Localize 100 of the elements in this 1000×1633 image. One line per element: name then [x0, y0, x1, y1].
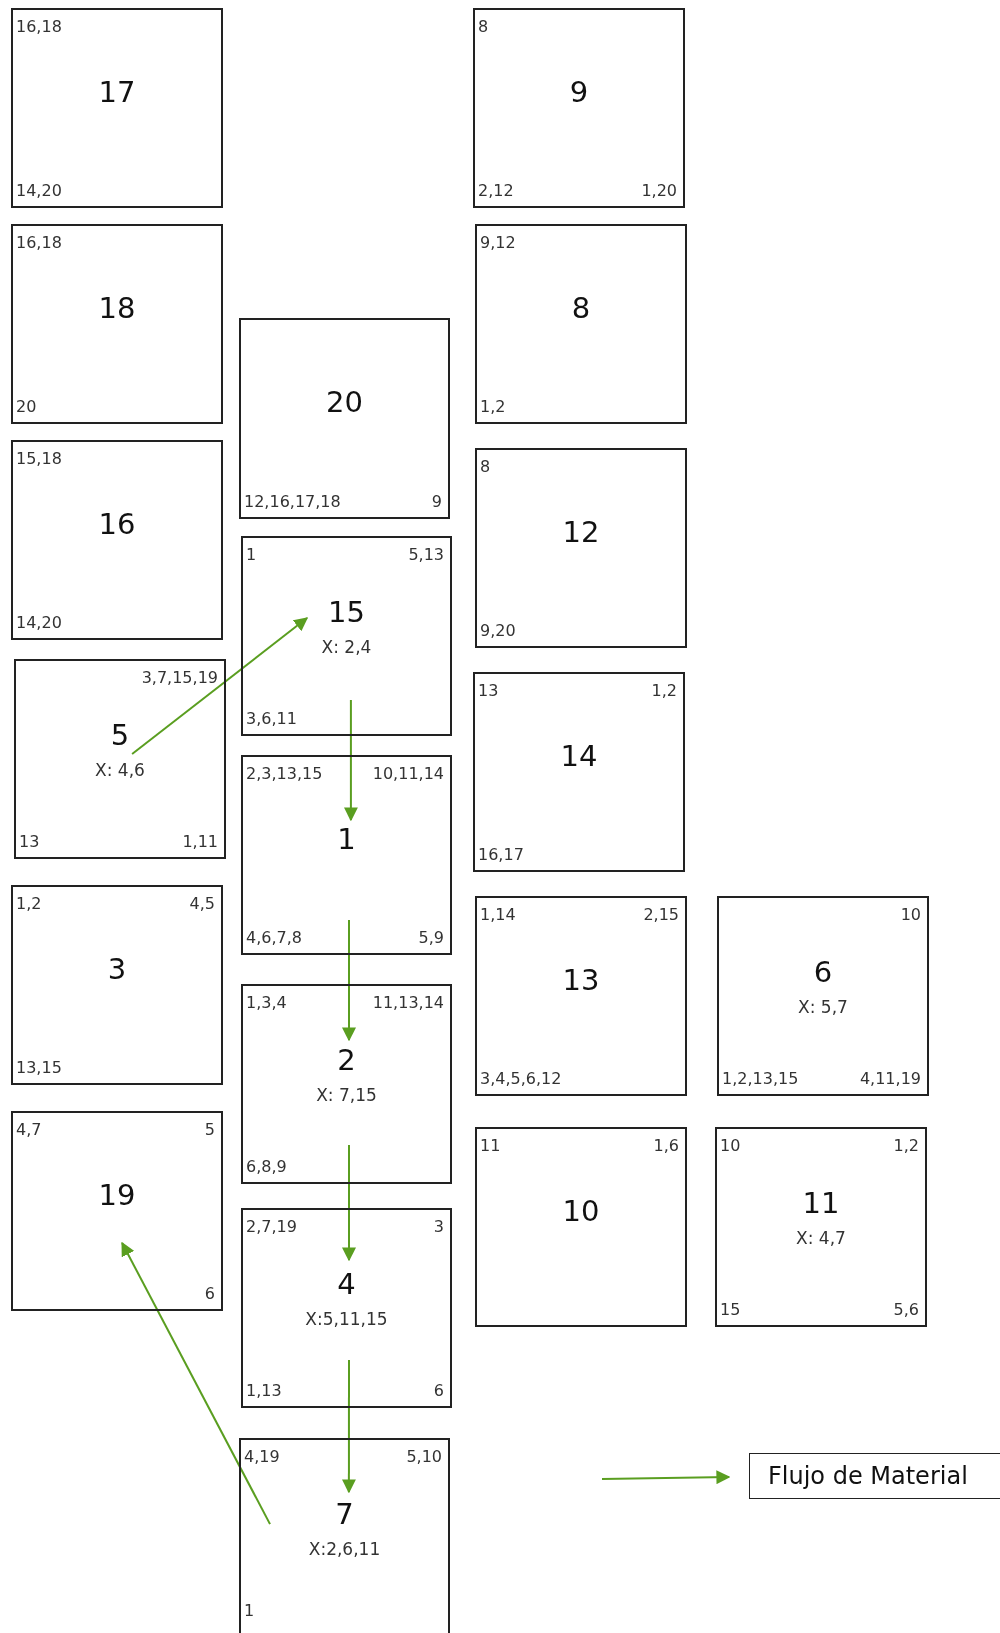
corner-label: 2,15	[643, 906, 679, 924]
station-box	[475, 1127, 687, 1327]
station-number: 15	[327, 596, 366, 628]
flow-arrow	[341, 1359, 356, 1494]
station-number: 14	[559, 740, 599, 772]
corner-label: 13	[19, 833, 40, 851]
corner-label: 1,20	[641, 182, 677, 200]
corner-label: 1	[246, 546, 257, 564]
station-box	[475, 224, 687, 424]
station-number: 12	[561, 516, 601, 548]
station-number: 5	[109, 719, 131, 751]
corner-label: 1,2	[651, 682, 677, 700]
flow-arrow	[121, 1241, 271, 1526]
station-number: 6	[812, 956, 834, 988]
exclusion-label: X: 2,4	[320, 638, 373, 656]
station-number: 9	[568, 76, 590, 108]
station-box	[473, 672, 685, 872]
station-box	[717, 896, 929, 1096]
station-number: 10	[561, 1195, 601, 1227]
corner-label: 4,11,19	[859, 1070, 921, 1088]
corner-label: 16,18	[16, 234, 62, 252]
station-box	[11, 885, 223, 1085]
corner-label: 5,6	[893, 1301, 919, 1319]
flow-arrow	[343, 699, 358, 822]
corner-label: 9,20	[480, 622, 516, 640]
corner-label: 6	[204, 1285, 215, 1303]
corner-label: 13,15	[16, 1059, 62, 1077]
corner-label: 14,20	[16, 614, 62, 632]
corner-label: 9	[431, 493, 442, 511]
corner-label: 5	[204, 1121, 215, 1139]
station-box	[14, 659, 226, 859]
flow-arrow	[342, 1144, 356, 1262]
corner-label: 1,2	[16, 895, 42, 913]
corner-label: 1,11	[182, 833, 218, 851]
station-box	[475, 448, 687, 648]
corner-label: 16,18	[16, 18, 62, 36]
station-number: 17	[97, 76, 137, 108]
station-number: 3	[106, 953, 128, 985]
station-box	[241, 1208, 452, 1408]
corner-label: 1,2	[893, 1137, 919, 1155]
corner-label: 14,20	[16, 182, 62, 200]
corner-label: 4,6,7,8	[246, 929, 302, 947]
station-box	[241, 536, 452, 736]
corner-label: 1,3,4	[246, 994, 287, 1012]
station-number: 4	[336, 1268, 357, 1300]
corner-label: 2,7,19	[246, 1218, 297, 1236]
corner-label: 1,2,13,15	[722, 1070, 799, 1088]
station-number: 11	[801, 1187, 841, 1219]
corner-label: 1,13	[246, 1382, 282, 1400]
station-box	[239, 1438, 450, 1633]
station-box	[241, 984, 452, 1184]
corner-label: 2,3,13,15	[246, 765, 323, 783]
corner-label: 6,8,9	[246, 1158, 287, 1176]
station-number: 7	[334, 1498, 355, 1530]
station-number: 13	[561, 964, 601, 996]
corner-label: 13	[478, 682, 499, 700]
corner-label: 2,12	[478, 182, 514, 200]
corner-label: 6	[433, 1382, 444, 1400]
station-number: 18	[97, 292, 137, 324]
corner-label: 10	[900, 906, 921, 924]
corner-label: 11,13,14	[372, 994, 444, 1012]
exclusion-label: X: 4,6	[94, 761, 146, 779]
exclusion-label: X:5,11,15	[304, 1310, 389, 1328]
exclusion-label: X: 5,7	[797, 998, 849, 1016]
corner-label: 11	[480, 1137, 501, 1155]
corner-label: 1,14	[480, 906, 516, 924]
corner-label: 3,7,15,19	[141, 669, 218, 687]
corner-label: 5,9	[418, 929, 444, 947]
station-number: 1	[336, 823, 357, 855]
flow-arrow	[342, 919, 356, 1042]
corner-label: 1	[244, 1602, 255, 1620]
station-box	[11, 1111, 223, 1311]
corner-label: 1,6	[653, 1137, 679, 1155]
station-box	[715, 1127, 927, 1327]
corner-label: 8	[478, 18, 489, 36]
exclusion-label: X:2,6,11	[307, 1540, 382, 1558]
corner-label: 12,16,17,18	[244, 493, 341, 511]
corner-label: 4,19	[244, 1448, 280, 1466]
station-box	[11, 440, 223, 640]
corner-label: 8	[480, 458, 491, 476]
corner-label: 5,13	[408, 546, 444, 564]
station-box	[11, 8, 223, 208]
exclusion-label: X: 7,15	[315, 1086, 378, 1104]
station-number: 19	[97, 1179, 137, 1211]
station-box	[473, 8, 685, 208]
station-box	[475, 896, 687, 1096]
corner-label: 16,17	[478, 846, 524, 864]
corner-label: 5,10	[406, 1448, 442, 1466]
corner-label: 3,6,11	[246, 710, 297, 728]
legend-label: Flujo de Material	[749, 1453, 1000, 1499]
station-number: 8	[570, 292, 592, 324]
corner-label: 4,7	[16, 1121, 42, 1139]
station-box	[241, 755, 452, 955]
corner-label: 4,5	[189, 895, 215, 913]
station-box	[11, 224, 223, 424]
corner-label: 10	[720, 1137, 741, 1155]
corner-label: 1,2	[480, 398, 506, 416]
station-number: 16	[97, 508, 137, 540]
corner-label: 15,18	[16, 450, 62, 468]
station-box	[239, 318, 450, 519]
